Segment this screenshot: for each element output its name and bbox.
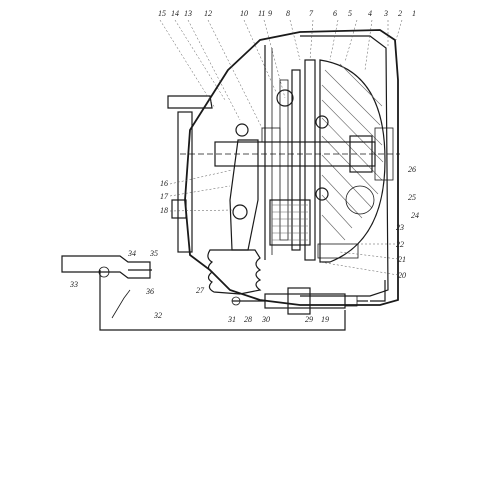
callout-10: 10	[240, 9, 248, 18]
callout-30: 30	[261, 315, 270, 324]
callout-25: 25	[408, 193, 416, 202]
callout-24: 24	[411, 211, 419, 220]
callout-33: 33	[69, 280, 78, 289]
callout-6: 6	[333, 9, 337, 18]
callout-12: 12	[204, 9, 212, 18]
callout-18: 18	[160, 206, 168, 215]
callout-2: 2	[398, 9, 402, 18]
callout-36: 36	[145, 287, 154, 296]
rubber-boot	[207, 249, 262, 295]
callout-1: 1	[412, 9, 416, 18]
callout-13: 13	[184, 9, 192, 18]
callout-27: 27	[196, 286, 205, 295]
callout-34: 34	[127, 249, 136, 258]
callout-19: 19	[321, 315, 329, 324]
flywheel-section	[319, 59, 386, 263]
callout-29: 29	[305, 315, 313, 324]
slave-cylinder	[231, 287, 368, 315]
callout-3: 3	[383, 9, 388, 18]
callout-21: 21	[398, 255, 406, 264]
callout-32: 32	[153, 311, 162, 320]
callout-31: 31	[227, 315, 236, 324]
callout-8: 8	[286, 9, 290, 18]
callout-labels: 15 14 13 12 10 11 9 8 7 6 5 4 3 2 1 16 1…	[69, 9, 419, 324]
callout-20: 20	[398, 271, 406, 280]
callout-23: 23	[396, 223, 404, 232]
callout-15: 15	[158, 9, 166, 18]
callout-26: 26	[408, 165, 416, 174]
callout-7: 7	[309, 9, 314, 18]
hydraulic-line	[99, 270, 386, 331]
leader-lines	[159, 19, 403, 276]
callout-14: 14	[171, 9, 179, 18]
master-cylinder	[61, 255, 152, 319]
lower-gear-block	[269, 199, 359, 259]
callout-35: 35	[149, 249, 158, 258]
callout-4: 4	[368, 9, 372, 18]
callout-16: 16	[160, 179, 168, 188]
release-mechanism	[229, 123, 281, 251]
callout-11: 11	[258, 9, 265, 18]
callout-9: 9	[268, 9, 272, 18]
callout-5: 5	[348, 9, 352, 18]
callout-28: 28	[244, 315, 252, 324]
callout-22: 22	[396, 240, 404, 249]
bell-housing-flange	[167, 95, 213, 253]
input-shaft	[180, 127, 400, 181]
callout-17: 17	[160, 192, 169, 201]
